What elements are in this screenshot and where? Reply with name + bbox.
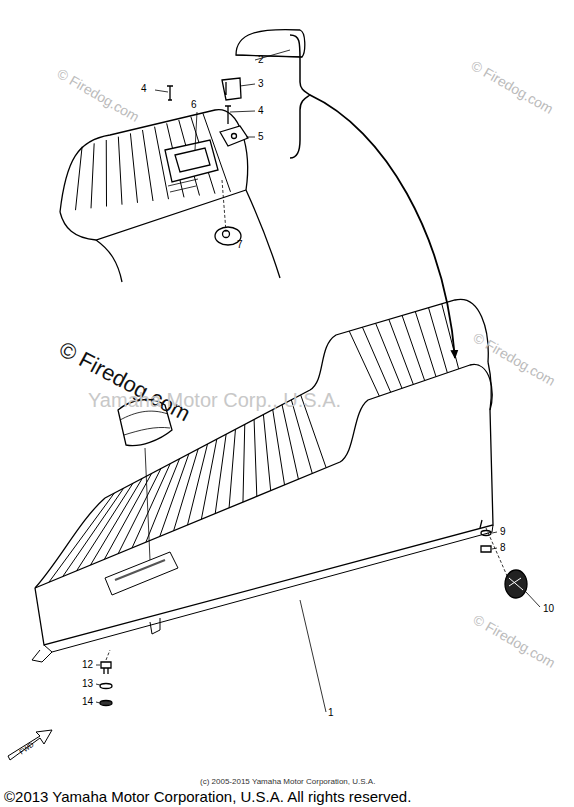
watermark: © Firedog.com [471, 330, 558, 388]
seat-rib [215, 434, 226, 513]
seat-rib [49, 493, 114, 582]
screw [225, 106, 231, 124]
seat-rib [429, 308, 448, 373]
nut [481, 546, 491, 552]
seat-rib [442, 304, 459, 369]
seat-rib [118, 469, 161, 554]
seat-rib [291, 400, 312, 474]
seat-rib [155, 127, 169, 200]
callout-number: 4 [141, 84, 147, 94]
seat-rib [201, 439, 216, 519]
seat-rib [104, 473, 151, 559]
seat-rib [229, 429, 235, 508]
callout-number: 8 [500, 543, 506, 553]
watermark: © Firedog.com [56, 338, 194, 425]
seat-rib [174, 449, 199, 531]
plate [220, 126, 248, 146]
seat-rib [132, 464, 170, 548]
washer [100, 701, 112, 706]
callout-number: 6 [191, 100, 197, 110]
leader-lines [155, 50, 290, 150]
seat-rib [263, 415, 270, 491]
screw [167, 86, 173, 100]
watermark: Yamaha Motor Corp., U.S.A. [88, 390, 341, 410]
seat-rib [349, 331, 379, 396]
callout-number: 1 [328, 708, 334, 718]
seat-rib [243, 424, 245, 502]
callout-number: 7 [237, 240, 243, 250]
forward-arrow [8, 730, 52, 760]
bolt [101, 662, 111, 674]
watermark: © Firedog.com [471, 612, 558, 670]
callout-number: 12 [82, 660, 93, 670]
callout-number: 10 [543, 604, 554, 614]
direction-label: FWD [18, 741, 35, 756]
footer-text: (c) 2005-2015 Yamaha Motor Corporation, … [200, 778, 375, 786]
callout-number: 4 [258, 106, 264, 116]
callout-number: 3 [258, 79, 264, 89]
bracket [222, 78, 241, 100]
location-arrow [310, 95, 455, 358]
footer-text: ©2013 Yamaha Motor Corporation, U.S.A. A… [4, 789, 411, 804]
backrest-pad [236, 30, 305, 57]
bracket-brace [290, 35, 310, 158]
callout-number: 13 [82, 679, 93, 689]
seat-detail [60, 110, 280, 282]
seat-rib [91, 143, 94, 208]
seat-rib [143, 130, 154, 201]
seat-rib [106, 140, 107, 207]
callout-number: 5 [258, 132, 264, 142]
seat-rib [63, 488, 124, 576]
seat-rib [389, 319, 413, 384]
seat-rib [76, 147, 83, 211]
callout-number: 9 [500, 527, 506, 537]
watermark: © Firedog.com [55, 66, 142, 124]
seat-rib [118, 137, 122, 205]
callout-number: 14 [82, 697, 93, 707]
seat-pouch [118, 400, 172, 560]
seat-rib [362, 327, 390, 392]
washer [481, 531, 491, 536]
seat-rib [146, 459, 180, 542]
seat [32, 299, 493, 662]
seat-rib [254, 419, 257, 496]
seat-rib [376, 323, 402, 388]
washer [100, 684, 112, 689]
seat-rib [130, 133, 137, 203]
callout-number: 2 [258, 55, 264, 65]
emblem [505, 570, 527, 598]
seat-rib [273, 410, 285, 485]
seat-rib [188, 444, 208, 525]
watermark: © Firedog.com [469, 58, 556, 116]
seat-rib [402, 316, 425, 381]
